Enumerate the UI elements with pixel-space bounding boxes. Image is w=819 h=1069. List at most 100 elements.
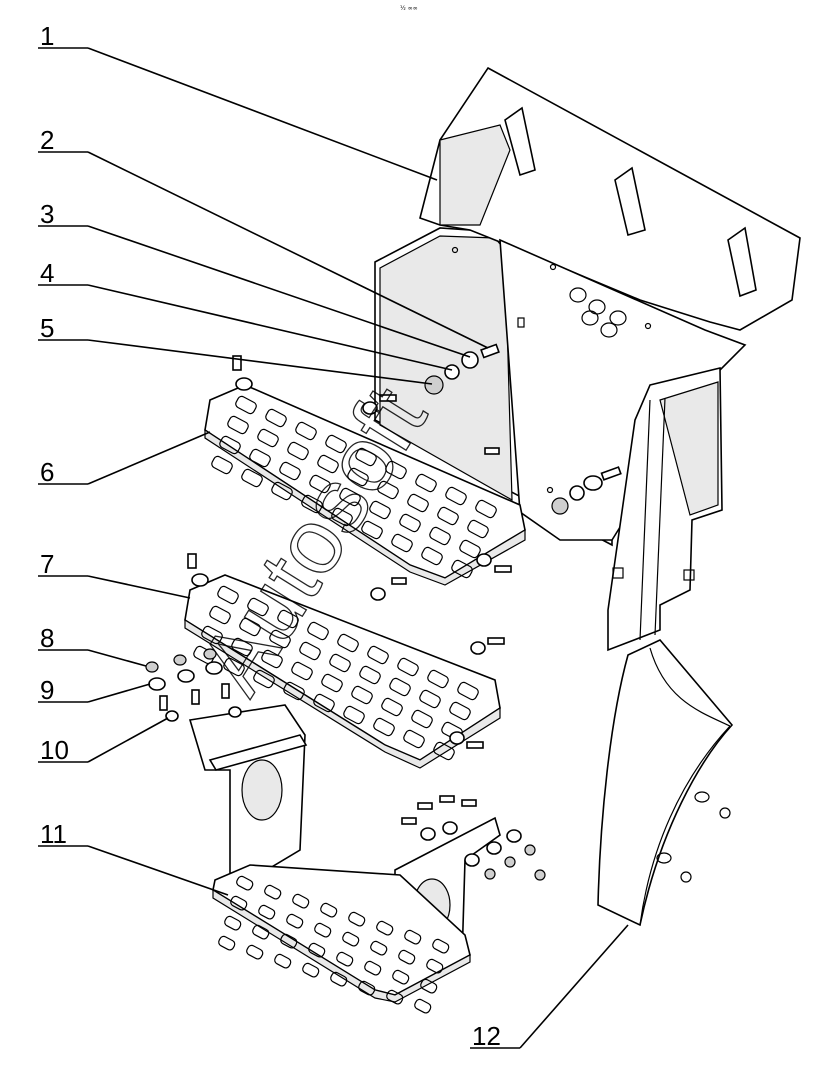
tread-cell: [277, 609, 299, 629]
tread-cell: [235, 395, 257, 415]
tread-cell: [457, 681, 479, 701]
tread-cell: [313, 693, 335, 713]
part-7-middle-step: [184, 574, 501, 769]
tread-cell: [411, 709, 433, 729]
tread-cell: [320, 902, 338, 918]
tread-cell: [252, 924, 270, 940]
tread-cell: [241, 468, 263, 488]
tread-cell: [264, 884, 282, 900]
tread-cell: [427, 669, 449, 689]
tread-cell: [421, 546, 443, 566]
tread-cell: [389, 677, 411, 697]
part-1-mounting-bracket: [374, 66, 801, 652]
part-11-lower-step-assembly: [188, 704, 501, 1014]
tread-cell: [342, 931, 360, 947]
tread-cell: [381, 697, 403, 717]
tread-cell: [451, 559, 473, 579]
tread-cell: [339, 487, 361, 507]
tread-cell: [398, 949, 416, 965]
tread-cell: [385, 460, 407, 480]
tread-cell: [467, 519, 489, 539]
tread-cell: [432, 938, 450, 954]
tread-cell: [359, 665, 381, 685]
top-mark: ½ ∞∞: [400, 5, 418, 12]
tread-cell: [330, 971, 348, 987]
tread-cell: [224, 915, 242, 931]
tread-cell: [407, 493, 429, 513]
tread-cell: [201, 625, 223, 645]
tread-cell: [373, 717, 395, 737]
tread-cell: [227, 415, 249, 435]
tread-cell: [309, 474, 331, 494]
tread-cell: [236, 875, 254, 891]
callout-2: 2: [40, 125, 54, 155]
tread-cell: [299, 641, 321, 661]
tread-cell: [376, 920, 394, 936]
tread-cell: [336, 951, 354, 967]
tread-cell: [274, 953, 292, 969]
tread-cell: [231, 637, 253, 657]
callout-3: 3: [40, 199, 54, 229]
tread-cell: [369, 500, 391, 520]
tread-cell: [351, 685, 373, 705]
tread-cell: [280, 933, 298, 949]
tread-cell: [291, 661, 313, 681]
tread-cell: [301, 494, 323, 514]
callout-7: 7: [40, 549, 54, 579]
tread-cell: [295, 421, 317, 441]
tread-cell: [217, 585, 239, 605]
callout-5: 5: [40, 313, 54, 343]
callout-6: 6: [40, 457, 54, 487]
tread-cell: [397, 657, 419, 677]
tread-cell: [445, 486, 467, 506]
tread-cell: [329, 653, 351, 673]
callout-11: 11: [40, 819, 67, 849]
tread-cell: [426, 958, 444, 974]
tread-cell: [279, 461, 301, 481]
tread-cell: [377, 480, 399, 500]
tread-cell: [246, 944, 264, 960]
tread-cell: [247, 597, 269, 617]
callout-12: 12: [472, 1021, 501, 1051]
tread-cell: [419, 689, 441, 709]
tread-cell: [399, 513, 421, 533]
tread-cell: [271, 481, 293, 501]
tread-cell: [370, 940, 388, 956]
tread-cell: [286, 913, 304, 929]
callout-10: 10: [40, 735, 69, 765]
tread-cell: [392, 969, 410, 985]
tread-cell: [364, 960, 382, 976]
tread-cell: [219, 435, 241, 455]
tread-cell: [437, 506, 459, 526]
tread-cell: [404, 929, 422, 945]
tread-cell: [302, 962, 320, 978]
tread-cell: [230, 895, 248, 911]
tread-cell: [287, 441, 309, 461]
tread-cell: [475, 499, 497, 519]
tread-cell: [391, 533, 413, 553]
tread-cell: [331, 507, 353, 527]
tread-cell: [358, 980, 376, 996]
callout-9: 9: [40, 675, 54, 705]
tread-cell: [429, 526, 451, 546]
tread-cell: [347, 467, 369, 487]
tread-cell: [314, 922, 332, 938]
tread-cell: [283, 681, 305, 701]
tread-cell: [265, 408, 287, 428]
tread-cell: [209, 605, 231, 625]
tread-cell: [321, 673, 343, 693]
tread-cell: [307, 621, 329, 641]
tread-cell: [355, 447, 377, 467]
tread-cell: [414, 998, 432, 1014]
part-12-mud-guard: [597, 639, 734, 927]
tread-cell: [415, 473, 437, 493]
callout-4: 4: [40, 258, 54, 288]
tread-cell: [337, 633, 359, 653]
tread-cell: [211, 455, 233, 475]
tread-cell: [261, 649, 283, 669]
callout-8: 8: [40, 623, 54, 653]
tread-cell: [386, 989, 404, 1005]
tread-cell: [317, 454, 339, 474]
tread-cell: [269, 629, 291, 649]
tread-cell: [257, 428, 279, 448]
